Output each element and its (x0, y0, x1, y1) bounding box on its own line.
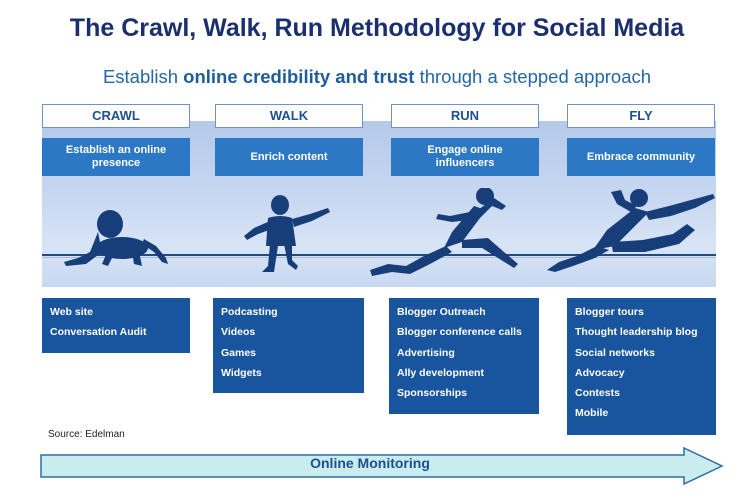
list-item: Ally development (397, 366, 484, 379)
online-monitoring-arrow (40, 447, 724, 485)
stage-goal-crawl: Establish an online presence (42, 138, 190, 176)
ground-line (42, 254, 716, 256)
list-item: Web site (50, 306, 93, 318)
list-item: Blogger Outreach (397, 306, 486, 318)
stage-label-run: RUN (391, 104, 539, 128)
page-subtitle: Establish online credibility and trust t… (0, 66, 754, 88)
page-title: The Crawl, Walk, Run Methodology for Soc… (69, 14, 685, 42)
subtitle-tail: through a stepped approach (414, 66, 652, 87)
arrow-label: Online Monitoring (310, 455, 430, 471)
list-item: Contests (575, 387, 620, 400)
list-item: Thought leadership blog (575, 326, 698, 339)
stage-goal-run: Engage online influencers (391, 138, 539, 176)
list-item: Blogger tours (575, 306, 644, 318)
source-note: Source: Edelman (48, 429, 125, 440)
stage-label-crawl: CRAWL (42, 104, 190, 128)
list-item: Games (221, 346, 257, 359)
stage-list-walk: Podcasting Videos Games Widgets (213, 298, 364, 393)
stage-list-fly: Blogger tours Thought leadership blog So… (567, 298, 716, 435)
list-item: Mobile (575, 407, 609, 420)
flying-runner-icon (547, 189, 715, 272)
list-item: Blogger conference calls (397, 326, 522, 339)
list-item: Conversation Audit (50, 326, 147, 339)
stage-label-fly: FLY (567, 104, 715, 128)
baby-crawling-icon (64, 210, 168, 266)
list-item: Widgets (221, 366, 262, 379)
list-item: Sponsorships (397, 387, 468, 400)
list-item: Advocacy (575, 366, 625, 379)
stage-goal-fly: Embrace community (567, 138, 715, 176)
subtitle-emphasis: online credibility and trust (183, 66, 415, 87)
subtitle-lead: Establish (102, 66, 184, 87)
stage-list-crawl: Web site Conversation Audit (42, 298, 190, 353)
stage-label-walk: WALK (215, 104, 363, 128)
stage-goal-walk: Enrich content (215, 138, 363, 176)
list-item: Videos (221, 326, 256, 339)
ground-line-shadow (42, 257, 716, 258)
stage-list-run: Blogger Outreach Blogger conference call… (389, 298, 539, 414)
runner-icon (370, 188, 518, 276)
toddler-walking-icon (244, 195, 330, 272)
list-item: Advertising (397, 346, 455, 359)
list-item: Social networks (575, 346, 655, 359)
list-item: Podcasting (221, 306, 278, 318)
